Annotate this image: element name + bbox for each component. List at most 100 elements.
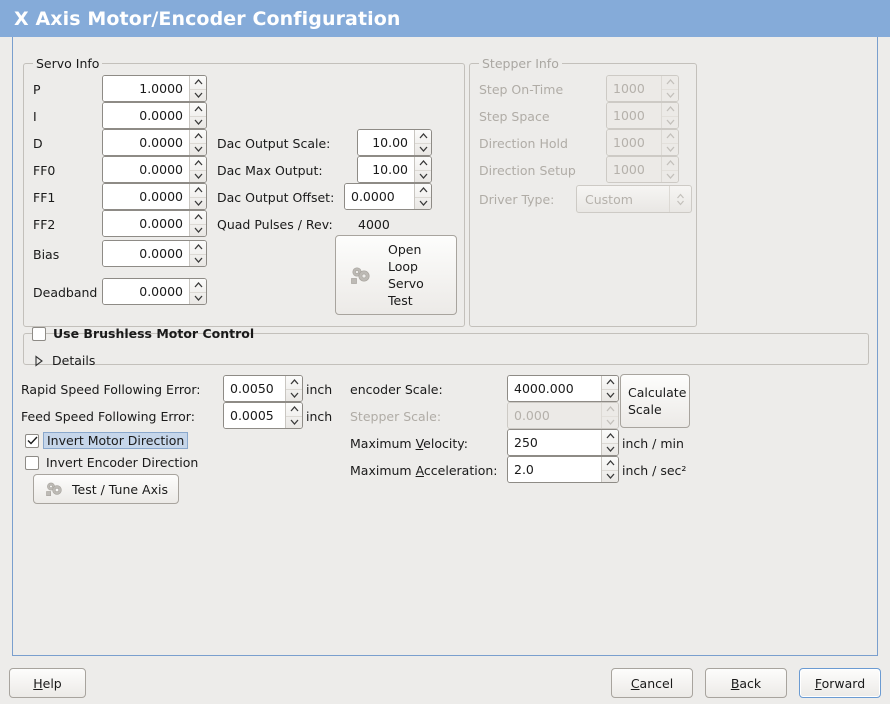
- spin-down-icon[interactable]: [190, 88, 206, 102]
- spin-maximum-acceleration[interactable]: 2.0: [507, 456, 619, 483]
- spin-p-buttons[interactable]: [189, 76, 206, 101]
- servo-info-frame-title: Servo Info: [33, 56, 103, 71]
- checkbox-box[interactable]: [25, 433, 39, 448]
- spin-encoder-scale-value[interactable]: 4000.000: [508, 376, 601, 401]
- invert-encoder-direction-checkbox[interactable]: Invert Encoder Direction: [25, 455, 198, 470]
- spin-dac-output-offset-buttons[interactable]: [414, 184, 431, 209]
- spin-up-icon[interactable]: [415, 130, 431, 143]
- spin-up-icon[interactable]: [190, 76, 206, 89]
- spin-rapid-following-error[interactable]: 0.0050: [223, 375, 303, 402]
- spin-up-icon[interactable]: [190, 130, 206, 143]
- spin-up-icon[interactable]: [190, 184, 206, 197]
- spin-up-icon[interactable]: [190, 157, 206, 170]
- details-expander[interactable]: Details: [34, 353, 95, 368]
- spin-rapid-following-error-value[interactable]: 0.0050: [224, 376, 285, 401]
- spin-p[interactable]: 1.0000: [102, 75, 207, 102]
- spin-maximum-velocity-value[interactable]: 250: [508, 430, 601, 455]
- spin-up-icon[interactable]: [415, 184, 431, 197]
- checkbox-box[interactable]: [32, 326, 46, 341]
- spin-i-value[interactable]: 0.0000: [103, 103, 189, 128]
- spin-deadband[interactable]: 0.0000: [102, 278, 207, 305]
- help-button[interactable]: Help: [9, 668, 86, 698]
- spin-deadband-value[interactable]: 0.0000: [103, 279, 189, 304]
- spin-down-icon[interactable]: [286, 388, 302, 402]
- spin-deadband-buttons[interactable]: [189, 279, 206, 304]
- spin-up-icon[interactable]: [286, 403, 302, 416]
- spin-rapid-following-error-buttons[interactable]: [285, 376, 302, 401]
- spin-down-icon[interactable]: [415, 142, 431, 156]
- spin-down-icon: [602, 415, 618, 429]
- cancel-button[interactable]: Cancel: [611, 668, 693, 698]
- stepper-info-frame: Stepper Info: [469, 56, 697, 327]
- spin-up-icon[interactable]: [602, 430, 618, 443]
- spin-dac-max-output-buttons[interactable]: [414, 157, 431, 182]
- spin-down-icon[interactable]: [602, 469, 618, 483]
- spin-up-icon[interactable]: [190, 279, 206, 292]
- spin-bias[interactable]: 0.0000: [102, 240, 207, 267]
- use-brushless-motor-control-checkbox[interactable]: Use Brushless Motor Control: [32, 326, 254, 341]
- spin-feed-following-error-value[interactable]: 0.0005: [224, 403, 285, 428]
- spin-up-icon[interactable]: [190, 211, 206, 224]
- spin-p-value[interactable]: 1.0000: [103, 76, 189, 101]
- spin-bias-value[interactable]: 0.0000: [103, 241, 189, 266]
- spin-maximum-velocity-buttons[interactable]: [601, 430, 618, 455]
- spin-up-icon[interactable]: [602, 457, 618, 470]
- spin-up-icon[interactable]: [602, 376, 618, 389]
- spin-maximum-acceleration-value[interactable]: 2.0: [508, 457, 601, 482]
- open-loop-servo-test-button[interactable]: Open Loop Servo Test: [335, 235, 457, 315]
- spin-bias-buttons[interactable]: [189, 241, 206, 266]
- forward-button[interactable]: Forward: [799, 668, 881, 698]
- spin-d[interactable]: 0.0000: [102, 129, 207, 156]
- spin-down-icon[interactable]: [190, 169, 206, 183]
- spin-encoder-scale-buttons[interactable]: [601, 376, 618, 401]
- spin-ff2-buttons[interactable]: [189, 211, 206, 236]
- spin-up-icon[interactable]: [190, 241, 206, 254]
- spin-ff1-buttons[interactable]: [189, 184, 206, 209]
- spin-dac-output-scale-buttons[interactable]: [414, 130, 431, 155]
- spin-down-icon[interactable]: [190, 291, 206, 305]
- spin-ff2-value[interactable]: 0.0000: [103, 211, 189, 236]
- spin-feed-following-error[interactable]: 0.0005: [223, 402, 303, 429]
- spin-down-icon[interactable]: [415, 169, 431, 183]
- spin-dac-output-offset-value[interactable]: 0.0000: [345, 184, 414, 209]
- spin-down-icon[interactable]: [190, 223, 206, 237]
- spin-ff0[interactable]: 0.0000: [102, 156, 207, 183]
- spin-up-icon[interactable]: [415, 157, 431, 170]
- spin-down-icon[interactable]: [415, 196, 431, 210]
- spin-down-icon[interactable]: [286, 415, 302, 429]
- spin-maximum-acceleration-buttons[interactable]: [601, 457, 618, 482]
- spin-i[interactable]: 0.0000: [102, 102, 207, 129]
- spin-maximum-velocity[interactable]: 250: [507, 429, 619, 456]
- spin-ff1[interactable]: 0.0000: [102, 183, 207, 210]
- spin-dac-output-scale-value[interactable]: 10.00: [358, 130, 414, 155]
- checkbox-box[interactable]: [25, 455, 39, 470]
- spin-dac-output-scale[interactable]: 10.00: [357, 129, 432, 156]
- spin-up-icon[interactable]: [190, 103, 206, 116]
- label-dac-output-scale: Dac Output Scale:: [217, 136, 331, 151]
- spin-down-icon[interactable]: [602, 388, 618, 402]
- back-button[interactable]: Back: [705, 668, 787, 698]
- spin-up-icon[interactable]: [286, 376, 302, 389]
- spin-d-value[interactable]: 0.0000: [103, 130, 189, 155]
- label-dac-output-offset: Dac Output Offset:: [217, 190, 335, 205]
- spin-ff0-buttons[interactable]: [189, 157, 206, 182]
- spin-down-icon[interactable]: [190, 115, 206, 129]
- spin-encoder-scale[interactable]: 4000.000: [507, 375, 619, 402]
- spin-ff2[interactable]: 0.0000: [102, 210, 207, 237]
- spin-down-icon[interactable]: [190, 196, 206, 210]
- spin-down-icon[interactable]: [190, 142, 206, 156]
- spin-down-icon[interactable]: [602, 442, 618, 456]
- spin-feed-following-error-buttons[interactable]: [285, 403, 302, 428]
- invert-motor-direction-checkbox[interactable]: Invert Motor Direction: [25, 432, 189, 449]
- spin-d-buttons[interactable]: [189, 130, 206, 155]
- spin-ff0-value[interactable]: 0.0000: [103, 157, 189, 182]
- spin-dac-max-output-value[interactable]: 10.00: [358, 157, 414, 182]
- triangle-right-icon[interactable]: [34, 354, 44, 367]
- spin-dac-max-output[interactable]: 10.00: [357, 156, 432, 183]
- spin-down-icon[interactable]: [190, 253, 206, 267]
- test-tune-axis-button[interactable]: Test / Tune Axis: [33, 474, 179, 504]
- spin-dac-output-offset[interactable]: 0.0000: [344, 183, 432, 210]
- spin-ff1-value[interactable]: 0.0000: [103, 184, 189, 209]
- calculate-scale-button[interactable]: Calculate Scale: [620, 374, 690, 428]
- spin-i-buttons[interactable]: [189, 103, 206, 128]
